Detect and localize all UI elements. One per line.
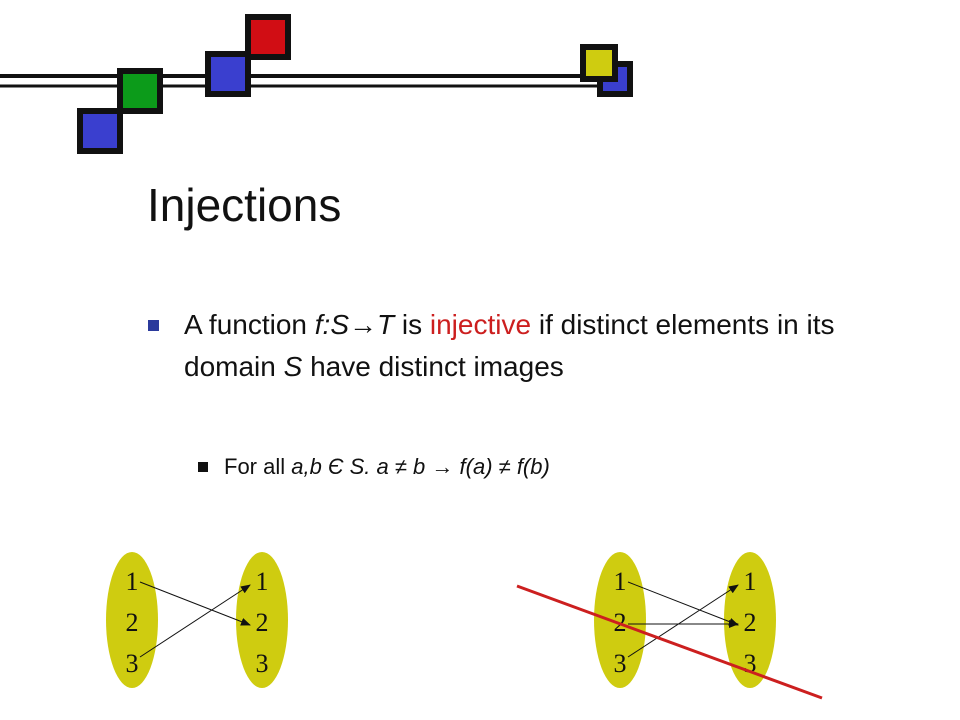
codomain-element: 1 (256, 567, 269, 596)
bullet-marker (148, 320, 159, 331)
bullet-formal-text: For all a,b Є S. a ≠ b → f(a) ≠ f(b) (224, 454, 550, 479)
arrow-icon: → (349, 309, 377, 340)
codomain-element: 2 (744, 608, 757, 637)
arrow-icon: → (431, 454, 454, 479)
mapping-arrow (627, 584, 739, 658)
codomain-element: 3 (256, 649, 269, 678)
mapping-arrow (139, 584, 251, 658)
slide-title: Injections (147, 179, 342, 231)
term-injective: injective (429, 309, 532, 340)
square-yellow (580, 44, 618, 82)
bullet-definition-text: A function f:S→T is injective if distinc… (184, 309, 835, 382)
codomain-element: 1 (744, 567, 757, 596)
domain-element: 2 (126, 608, 139, 637)
diagram-not-injective: 1 2 3 1 2 3 (516, 552, 823, 700)
domain-element: 1 (614, 567, 627, 596)
square-blue-bottom (77, 108, 123, 154)
domain-element: 3 (126, 649, 139, 678)
bullet-formal: For all a,b Є S. a ≠ b → f(a) ≠ f(b) (198, 451, 798, 483)
domain-element: 1 (126, 567, 139, 596)
strike-through-line (516, 584, 823, 700)
square-green (117, 68, 163, 114)
bullet-definition: A function f:S→T is injective if distinc… (148, 304, 868, 388)
mapping-arrow (139, 581, 251, 626)
mapping-arrow (627, 581, 739, 626)
square-red (245, 14, 291, 60)
diagram-injective: 1 2 3 1 2 3 (106, 552, 288, 688)
codomain-element: 2 (256, 608, 269, 637)
header-decoration (0, 14, 633, 154)
square-blue-middle (205, 51, 251, 97)
domain-element: 3 (614, 649, 627, 678)
sub-bullet-marker (198, 462, 208, 472)
